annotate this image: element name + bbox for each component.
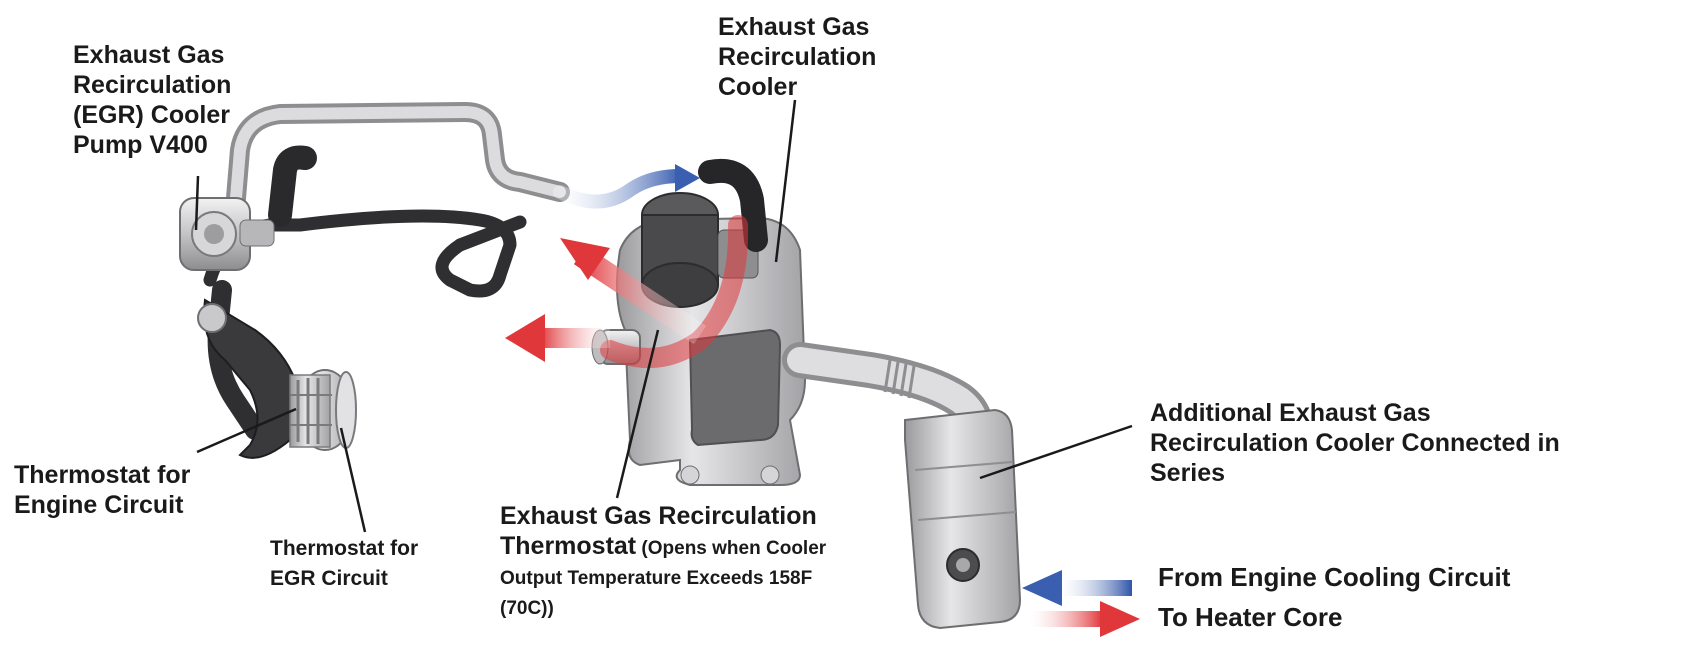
leader-thermostat-engine	[196, 407, 297, 454]
leader-additional-cooler	[979, 424, 1133, 480]
label-line: (EGR) Cooler	[73, 101, 230, 129]
label-line: Series	[1150, 459, 1226, 487]
label-egr-thermostat: Exhaust Gas Recirculation Thermostat (Op…	[500, 501, 826, 624]
label-thermostat-egr: Thermostat for EGR Circuit	[270, 534, 418, 594]
leader-thermostat-egr	[339, 427, 367, 533]
label-line: Cooler	[718, 73, 798, 101]
legend-from-engine: From Engine Cooling Circuit	[1158, 562, 1511, 592]
label-line: Additional Exhaust Gas	[1150, 399, 1431, 427]
label-note: (Opens when Cooler	[636, 538, 827, 559]
leader-pump	[194, 175, 200, 231]
label-line: Recirculation Cooler Connected in	[1150, 429, 1560, 457]
blue-coolant-hose	[553, 169, 687, 209]
label-line: Exhaust Gas	[718, 13, 870, 41]
hot-flow-arrow-upleft	[560, 238, 707, 345]
label-egr-cooler-pump: Exhaust Gas Recirculation (EGR) Cooler P…	[73, 40, 231, 160]
label-line: (70C))	[500, 598, 554, 619]
label-line: Pump V400	[73, 131, 208, 159]
label-line: Thermostat (Opens when Cooler	[500, 531, 826, 564]
label-line: Recirculation	[73, 71, 232, 99]
leader-egr-thermostat	[615, 329, 660, 499]
egr-valve-actuator	[641, 192, 759, 308]
additional-egr-cooler	[904, 408, 1022, 630]
blue-flow-arrowhead	[675, 164, 700, 192]
label-line: Output Temperature Exceeds 158F	[500, 568, 813, 589]
label-line: Thermostat for	[14, 461, 191, 489]
label-bold: Thermostat	[500, 532, 637, 560]
label-additional-cooler: Additional Exhaust Gas Recirculation Coo…	[1150, 398, 1560, 488]
label-thermostat-engine: Thermostat for Engine Circuit	[14, 460, 190, 520]
bellows	[883, 359, 916, 399]
label-line: EGR Circuit	[270, 567, 388, 590]
label-line: Thermostat for	[270, 537, 419, 560]
label-egr-cooler: Exhaust Gas Recirculation Cooler	[718, 12, 876, 102]
cooler-outlet-elbow	[698, 158, 768, 252]
legend-red-arrow	[1030, 601, 1140, 637]
egr-cooler-pump	[179, 197, 275, 271]
label-line: Recirculation	[718, 43, 877, 71]
legend-to-heater: To Heater Core	[1158, 602, 1343, 632]
label-line: Engine Circuit	[14, 491, 184, 519]
leader-cooler	[774, 99, 797, 263]
hot-flow-arrow-left	[505, 314, 610, 362]
dark-hose-pump	[268, 145, 317, 227]
legend-blue-arrow	[1022, 570, 1132, 606]
internal-hot-flow	[600, 215, 749, 368]
label-line: Exhaust Gas	[73, 41, 225, 69]
label-line: Exhaust Gas Recirculation	[500, 502, 817, 530]
